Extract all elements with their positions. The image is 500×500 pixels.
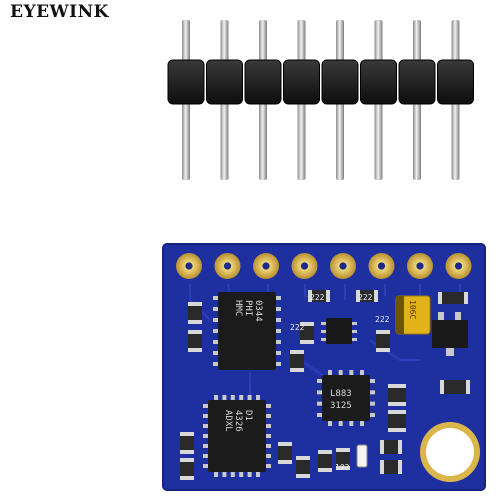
brand-watermark: EYEWINK — [10, 2, 109, 22]
silk-label-2: 222 — [358, 293, 373, 302]
sensor-board: HMC PHI 0344 ADXL 4326 D1 L883 3125 — [162, 243, 486, 491]
accel-chip-text-3: D1 — [243, 410, 253, 421]
mag-chip-text-2: 3125 — [330, 401, 352, 411]
header-pad — [330, 253, 356, 279]
pin-plastic-block — [167, 59, 205, 105]
header-pad — [253, 253, 279, 279]
tantalum-text: 106C — [408, 300, 417, 319]
smd-part — [438, 292, 468, 304]
accel-chip: ADXL 4326 D1 — [203, 395, 271, 477]
mag-chip: L883 3125 — [317, 370, 375, 426]
small-ic — [321, 318, 357, 344]
mag-chip-text-1: L883 — [330, 389, 352, 399]
smd-part — [380, 440, 402, 454]
silk-label-1: 222 — [310, 293, 325, 302]
pin-plastic-block — [244, 59, 282, 105]
accel-chip-text-2: 4326 — [233, 410, 243, 432]
smd-part — [376, 330, 390, 352]
smd-part — [336, 448, 350, 470]
header-pad — [445, 253, 472, 279]
led — [356, 444, 368, 468]
pin-plastic-block — [321, 59, 359, 105]
silk-label-4: 102 — [335, 463, 350, 472]
header-pad — [214, 253, 241, 279]
smd-part — [308, 290, 330, 302]
pin-plastic-block — [283, 59, 320, 105]
silk-label-5: 222 — [290, 323, 305, 332]
pin-plastic-block — [398, 59, 436, 105]
pin-plastic-block — [437, 59, 474, 105]
smd-part — [300, 322, 314, 344]
gyro-chip-text-1: HMC — [233, 300, 243, 316]
smd-part — [188, 302, 202, 324]
gyro-chip-text-3: 0344 — [253, 300, 263, 322]
gyro-chip: HMC PHI 0344 — [213, 292, 281, 370]
smd-part — [318, 450, 332, 472]
gold-pads — [176, 253, 472, 279]
smd-components — [180, 290, 470, 480]
tantalum-capacitor: 106C — [395, 295, 431, 335]
smd-part — [290, 350, 304, 372]
smd-part — [388, 384, 406, 406]
header-pad — [368, 253, 395, 279]
smd-part — [180, 432, 194, 454]
smd-part — [278, 442, 292, 464]
pin-header — [167, 20, 474, 180]
smd-part — [380, 460, 402, 474]
accel-chip-text-1: ADXL — [223, 410, 233, 432]
header-pad — [407, 253, 433, 279]
silk-label-3: 222 — [375, 315, 390, 324]
smd-part — [440, 380, 470, 394]
pin-plastic-block — [206, 59, 243, 105]
smd-part — [388, 410, 406, 432]
smd-part — [356, 290, 378, 302]
voltage-regulator — [432, 312, 468, 356]
header-pad — [291, 253, 318, 279]
smd-part — [180, 458, 194, 480]
header-pad — [176, 253, 202, 279]
smd-part — [188, 330, 202, 352]
smd-part — [296, 456, 310, 478]
gyro-chip-text-2: PHI — [243, 300, 253, 316]
pin-plastic-block — [360, 59, 397, 105]
